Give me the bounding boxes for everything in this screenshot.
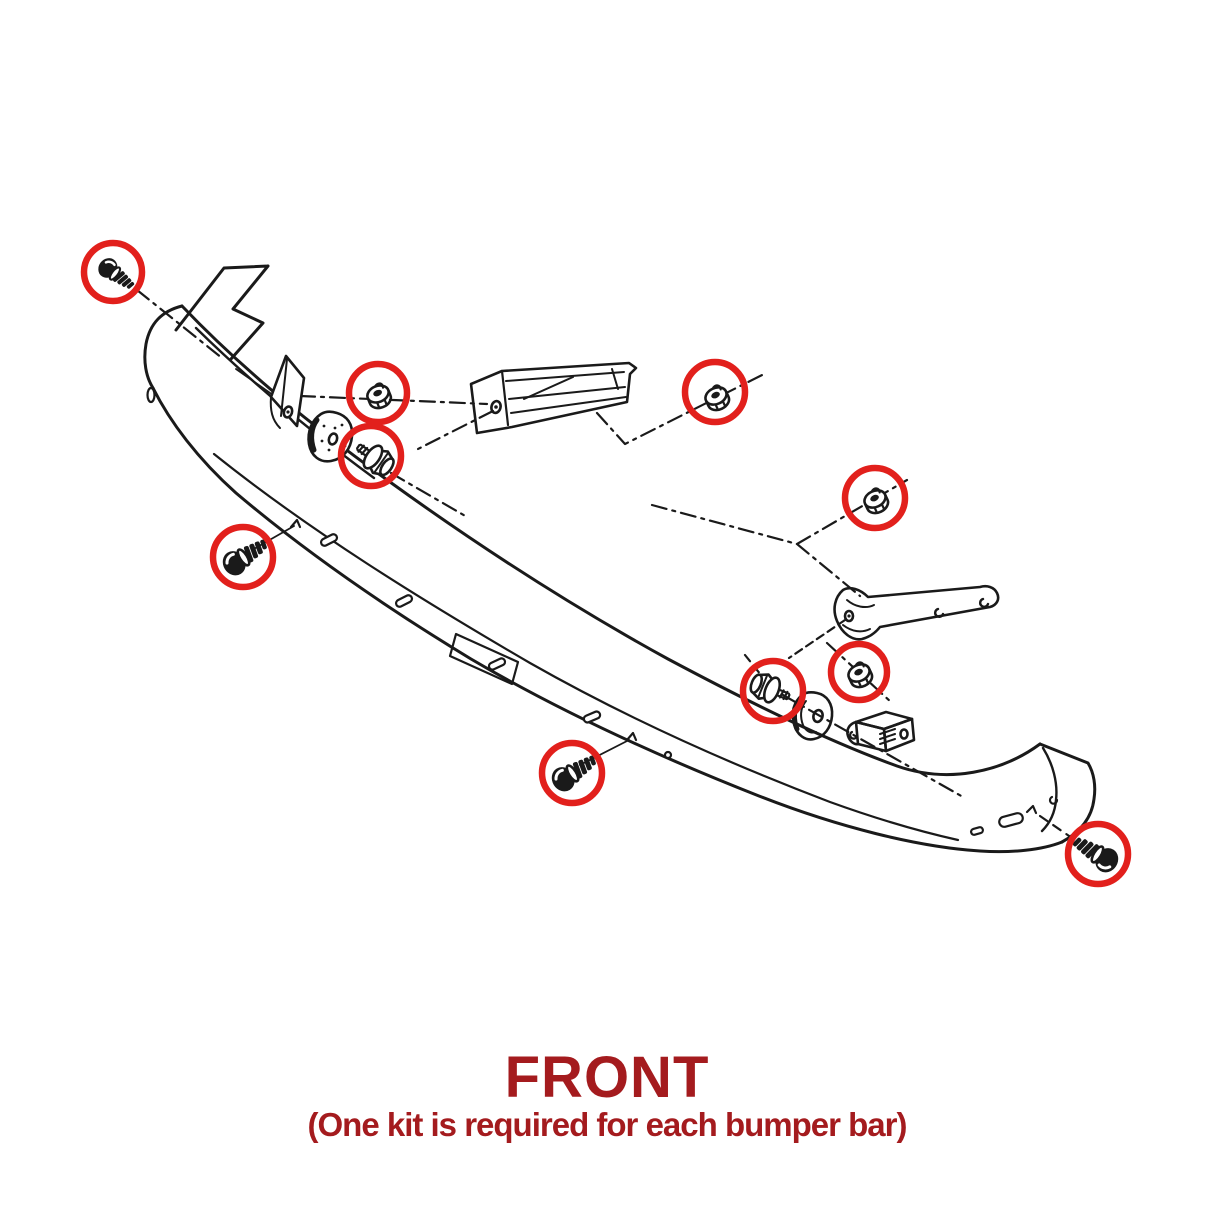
flange-nut-icon bbox=[859, 484, 893, 518]
bumper-left-end bbox=[143, 304, 184, 390]
callout-screw-center-face bbox=[538, 739, 606, 807]
callout-nut-left-bracket bbox=[345, 360, 411, 426]
right-cluster-parts bbox=[791, 691, 916, 753]
leader-right-end-screw bbox=[1038, 814, 1074, 840]
leader-lines bbox=[135, 288, 1074, 840]
right-arm-bracket bbox=[833, 584, 1000, 641]
callout-nut-right-upper bbox=[841, 464, 909, 532]
bumper-face-crease bbox=[212, 452, 960, 842]
left-bracket-plate bbox=[269, 354, 306, 429]
axis-right-cluster bbox=[781, 693, 965, 799]
leader-upper-left-screw bbox=[135, 288, 224, 360]
bumper-face-panel bbox=[448, 632, 520, 686]
callout-bolt-right-cluster bbox=[739, 657, 807, 725]
flange-nut-icon bbox=[700, 381, 734, 415]
bumper-screw-notches bbox=[289, 518, 1059, 815]
callout-screw-upper-left bbox=[80, 239, 146, 305]
bumper-top-flange bbox=[174, 264, 270, 361]
kit-note: (One kit is required for each bumper bar… bbox=[307, 1106, 908, 1143]
round-head-screw-icon bbox=[94, 254, 140, 296]
flange-nut-icon bbox=[362, 379, 395, 413]
callout-circles bbox=[80, 239, 1132, 888]
leader-channel-left bbox=[412, 409, 495, 453]
callout-nut-right-cluster bbox=[827, 640, 891, 704]
center-channel-bracket bbox=[469, 361, 638, 435]
axis-left-bolt-dash bbox=[389, 471, 469, 519]
callout-screw-left-face bbox=[209, 523, 277, 591]
bumper-bar bbox=[143, 264, 1097, 854]
callout-screw-right-end bbox=[1064, 820, 1132, 888]
front-label: FRONT bbox=[504, 1045, 710, 1110]
right-clip-bracket bbox=[846, 710, 916, 753]
bumper-top-edge bbox=[180, 304, 1042, 777]
bumper-slots bbox=[146, 386, 1024, 836]
axis-left-nut bbox=[298, 394, 489, 406]
callout-nut-center-bracket bbox=[681, 358, 749, 426]
leader-arm-foot bbox=[787, 618, 847, 660]
fasteners bbox=[94, 254, 1123, 877]
leader-center-nut bbox=[595, 371, 768, 446]
callout-bolt-left-bracket bbox=[337, 422, 405, 490]
